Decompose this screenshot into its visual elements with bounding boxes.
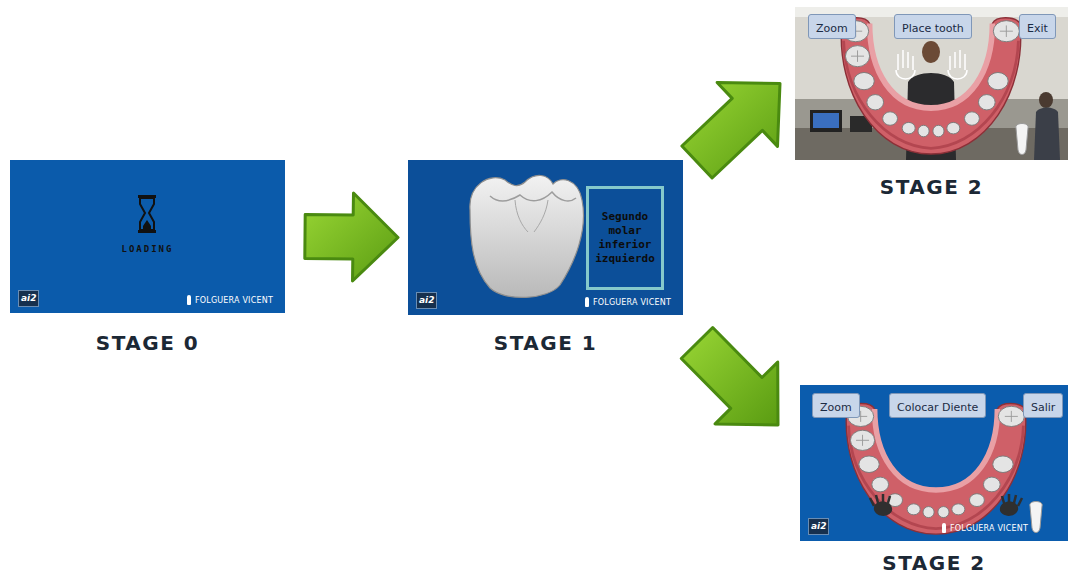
- menu-button: Zoom: [808, 14, 856, 39]
- app-screen: ai2FOLGUERA VICENTSTAGE 2ZoomColocar Die…: [800, 385, 1068, 541]
- stage2-virtual-screen-part-part: [1002, 494, 1022, 506]
- stage2-virtual-screen-part-part: [874, 501, 892, 516]
- stage2-virtual-screen: [800, 385, 1068, 541]
- stage1-screen-part: [470, 175, 584, 297]
- folg-text: FOLGUERA VICENT: [950, 524, 1028, 533]
- btn-text: Zoom: [816, 22, 848, 35]
- stage0-screen-part: [10, 160, 285, 313]
- stage2-virtual-screen-part-part: [870, 494, 890, 506]
- stage2-virtual-screen-part: [1030, 502, 1042, 533]
- block-arrow: [305, 193, 398, 281]
- stage2-camera-screen-part: [1016, 124, 1028, 155]
- app-screen: STAGE 2ZoomPlace toothExit: [795, 7, 1068, 160]
- stage2-camera-screen-part: [810, 110, 842, 132]
- stage2-camera-screen-part: [795, 7, 1068, 160]
- stage2-virtual-screen-part: [870, 494, 1022, 516]
- stage-text: STAGE 2: [880, 177, 983, 197]
- stage-text: STAGE 0: [96, 333, 199, 353]
- menu-button: Zoom: [812, 393, 860, 418]
- ai2-text: ai2: [808, 518, 829, 535]
- stage2-camera-screen-part: [813, 113, 839, 128]
- stage2-camera-screen-part-part: [896, 50, 915, 79]
- stage0-screen-part: [143, 220, 151, 229]
- menu-button: Colocar Diente: [889, 393, 986, 418]
- loading-text: LOADING: [10, 244, 285, 254]
- btn-text: Salir: [1031, 401, 1055, 414]
- block-arrow: [681, 328, 778, 426]
- menu-button: Exit: [1019, 14, 1056, 39]
- btn-text: Exit: [1027, 22, 1048, 35]
- app-screen: LOADINGai2FOLGUERA VICENTSTAGE 0: [10, 160, 285, 313]
- stage2-camera-screen-part: [1034, 108, 1060, 161]
- btn-text: Colocar Diente: [897, 401, 978, 414]
- stage0-screen-part: [140, 198, 154, 230]
- block-arrow: [682, 83, 780, 179]
- stage2-virtual-screen-part: [800, 385, 1068, 541]
- btn-text: Place tooth: [902, 22, 964, 35]
- stage2-virtual-screen-part-part: [1000, 501, 1018, 516]
- stage2-virtual-screen-part: [846, 404, 1026, 535]
- btn-text: Zoom: [820, 401, 852, 414]
- stage2-camera-screen: [795, 7, 1068, 160]
- stage1-screen-part: [490, 192, 576, 201]
- folg-text: FOLGUERA VICENT: [593, 298, 671, 307]
- seg-text: Segundo molar inferior izquierdo: [592, 210, 658, 266]
- app-screen: ai2FOLGUERA VICENTSTAGE 1Segundo molar i…: [408, 160, 683, 315]
- tooth-name-box: Segundo molar inferior izquierdo: [586, 186, 664, 290]
- ai2-text: ai2: [18, 290, 39, 307]
- stage2-camera-screen-part: [1039, 92, 1053, 108]
- menu-button: Salir: [1023, 393, 1063, 418]
- ai2-text: ai2: [416, 292, 437, 309]
- stage-text: STAGE 1: [494, 333, 597, 353]
- stage2-camera-screen-part: [896, 50, 967, 79]
- stage1-screen-part: [408, 160, 683, 315]
- stage1-screen-part: [515, 200, 548, 232]
- menu-button: Place tooth: [894, 14, 972, 39]
- stage-text: STAGE 2: [882, 553, 985, 573]
- stage1-screen: [408, 160, 683, 315]
- stage0-screen: [10, 160, 285, 313]
- stage2-camera-screen-part-part: [948, 50, 967, 79]
- folg-text: FOLGUERA VICENT: [195, 296, 273, 305]
- stage2-camera-screen-part: [922, 41, 940, 63]
